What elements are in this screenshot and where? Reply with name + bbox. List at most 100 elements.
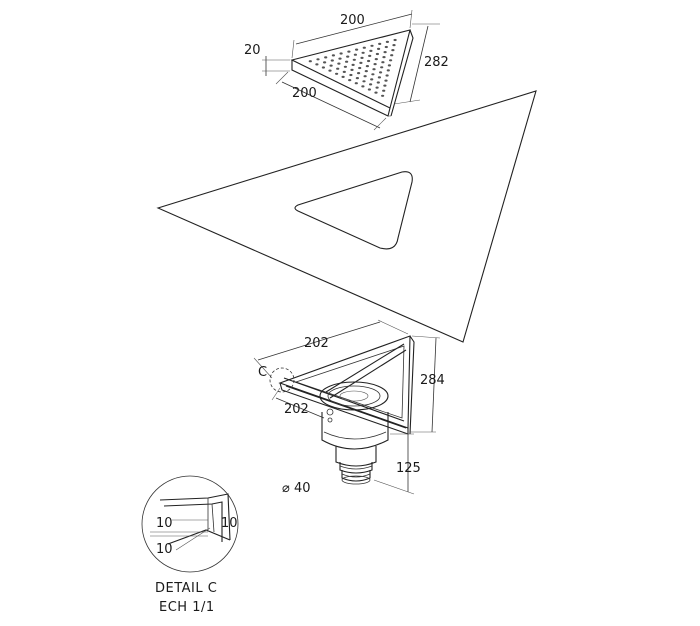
detail-caption-title: DETAIL C [155, 581, 217, 596]
perforation-hole [369, 49, 373, 53]
perforation-hole [374, 58, 378, 61]
perforation-hole [345, 60, 349, 63]
perforation-hole [367, 59, 371, 63]
drain-dimensions: 202 284 202 125 ⌀ 40 C [253, 319, 445, 496]
perforation-hole [342, 70, 346, 73]
perforation-hole [385, 40, 389, 44]
perforation-hole [364, 70, 368, 73]
perforation-hole [382, 89, 386, 92]
perforation-hole [389, 59, 393, 62]
perforation-hole [376, 81, 380, 84]
perforation-hole [363, 75, 367, 78]
drain-dim-right: 284 [420, 373, 445, 388]
perforation-hole [355, 48, 359, 51]
perforation-hole [375, 52, 379, 56]
perforation-hole [382, 56, 386, 59]
perforation-hole [387, 64, 391, 67]
perforation-hole [379, 71, 383, 74]
perforation-hole [384, 45, 388, 49]
grate-dim-right: 282 [424, 55, 449, 70]
perforation-hole [362, 80, 366, 83]
perforation-hole [377, 47, 381, 51]
perforation-hole [358, 66, 362, 70]
perforation-hole [365, 65, 369, 68]
drain-dim-diameter: ⌀ 40 [282, 481, 311, 496]
perforation-hole [368, 54, 372, 58]
perforation-hole [374, 91, 378, 94]
perforation-hole [330, 59, 334, 62]
perforation-hole [349, 73, 353, 77]
perforation-hole [381, 94, 385, 97]
detail-caption-scale: ECH 1/1 [159, 600, 215, 615]
perforation-hole [384, 79, 388, 82]
drain-dim-height: 125 [396, 461, 421, 476]
perforation-hole [367, 88, 371, 91]
grate-dimensions: 200 20 200 282 [244, 9, 449, 131]
perforation-hole [351, 63, 355, 66]
perforation-hole [383, 51, 387, 54]
perforation-hole [328, 69, 332, 72]
perforation-hole [369, 83, 373, 86]
perforation-hole [359, 61, 363, 64]
perforation-hole [355, 77, 359, 80]
perforation-hole [378, 42, 382, 46]
perforation-hole [372, 68, 376, 71]
detail-dim-c: 10 [156, 542, 173, 557]
perforation-hole [350, 68, 354, 71]
perforation-hole [347, 50, 351, 53]
perforation-hole [353, 53, 357, 56]
perforation-hole [361, 85, 365, 88]
perforation-hole [386, 69, 390, 72]
perforation-hole [316, 58, 320, 61]
perforation-hole [335, 72, 339, 75]
perforation-hole [308, 60, 312, 63]
perforation-hole [341, 75, 345, 78]
grate-dim-top: 200 [340, 13, 365, 28]
drain-dim-top: 202 [304, 336, 329, 351]
perforation-hole [377, 76, 381, 79]
grate-dim-bottom: 200 [292, 86, 317, 101]
perforation-hole [337, 62, 341, 65]
perforation-hole [360, 56, 364, 60]
perforation-hole [348, 79, 352, 82]
detail-c-marker: C [258, 365, 267, 380]
detail-c-view: 10 10 10 DETAIL C ECH 1/1 [141, 475, 239, 615]
perforation-hole [323, 61, 327, 64]
perforation-hole [385, 74, 389, 77]
perforation-hole [390, 54, 394, 57]
perforation-hole [339, 52, 343, 55]
perforation-hole [361, 51, 365, 54]
detail-dim-b: 10 [221, 516, 238, 531]
perforation-hole [370, 78, 374, 81]
perforation-hole [331, 54, 335, 57]
drain-dim-bottom: 202 [284, 402, 309, 417]
perforation-hole [321, 66, 325, 69]
perforation-hole [362, 46, 366, 49]
perforation-hole [336, 67, 340, 70]
triangular-cover-plate [156, 90, 537, 343]
perforated-grate [290, 29, 414, 117]
perforation-hole [391, 49, 395, 52]
perforation-hole [352, 58, 356, 61]
perforation-hole [338, 57, 342, 60]
perforation-hole [375, 86, 379, 89]
perforation-hole [380, 66, 384, 69]
perforation-hole [370, 44, 374, 47]
perforation-hole [324, 56, 328, 59]
detail-dim-a: 10 [156, 516, 173, 531]
perforation-hole [393, 38, 397, 42]
perforation-hole [383, 84, 387, 87]
perforation-hole [357, 72, 361, 75]
perforation-hole [315, 63, 319, 66]
perforation-hole [371, 73, 375, 76]
perforation-hole [346, 55, 350, 58]
drain-assembly [278, 335, 415, 485]
perforation-hole [381, 61, 385, 64]
perforation-hole [329, 64, 333, 67]
perforation-hole [343, 65, 347, 68]
grate-perforations [308, 38, 397, 97]
perforation-hole [373, 63, 377, 66]
perforation-hole [392, 44, 396, 47]
perforation-hole [354, 82, 358, 85]
